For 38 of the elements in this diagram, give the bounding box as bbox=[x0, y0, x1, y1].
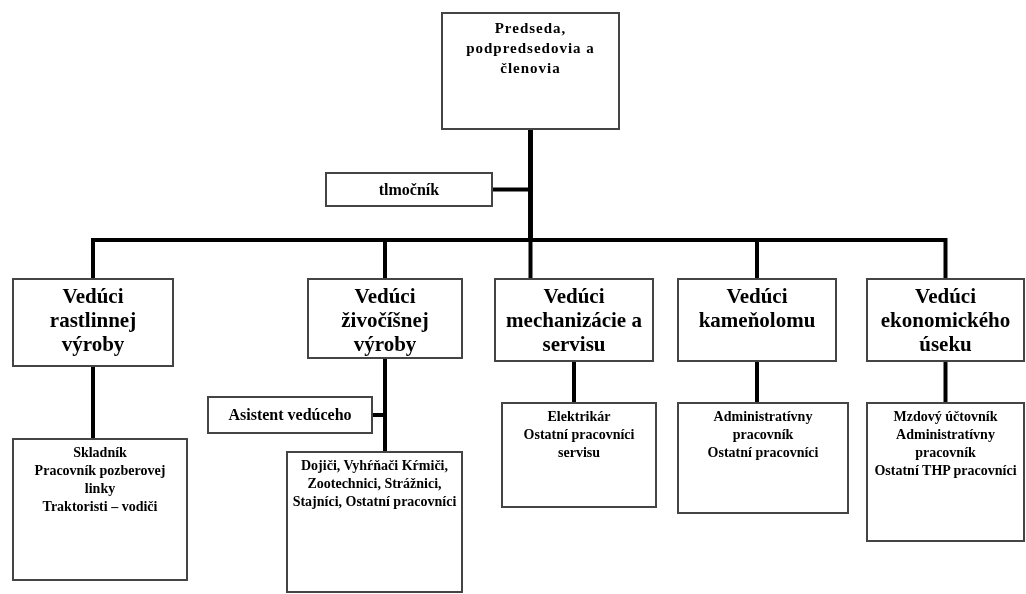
staff-box bbox=[677, 402, 849, 514]
staff-box bbox=[12, 438, 188, 581]
role-text: Administratívny pracovník bbox=[712, 408, 814, 444]
role-text: Mzdový účtovník bbox=[893, 408, 998, 426]
role-text: Dojiči, Vyhŕňači Kŕmiči, Zootechnici, Strážnici, Stajníci, Ostatní pracovníci bbox=[292, 457, 457, 511]
staff-box bbox=[286, 451, 463, 593]
staff-box bbox=[866, 402, 1025, 542]
role-text: Vedúci mechanizácie a servisu bbox=[505, 284, 643, 356]
role-text: Pracovník pozberovej linky bbox=[33, 462, 167, 498]
staff-box bbox=[501, 402, 657, 508]
connector-line bbox=[383, 359, 387, 451]
role-text: Asistent vedúceho bbox=[228, 405, 352, 425]
role-text: Administratívny pracovník bbox=[895, 426, 996, 462]
role-text: Predseda, podpredsedovia a členovia bbox=[465, 19, 596, 78]
connector-line bbox=[755, 362, 759, 402]
role-text: Vedúci živočíšnej výroby bbox=[340, 284, 430, 356]
connector-line bbox=[572, 362, 576, 402]
connector-line bbox=[91, 367, 95, 438]
staff-box bbox=[325, 172, 493, 207]
role-text: Elektrikár bbox=[547, 408, 611, 426]
connector-line bbox=[943, 362, 948, 402]
role-text: Vedúci rastlinnej výroby bbox=[48, 284, 138, 356]
role-text: tlmočník bbox=[378, 179, 440, 200]
role-text: Skladník bbox=[73, 444, 127, 462]
role-text: Vedúci kameňolomu bbox=[697, 284, 817, 332]
staff-box bbox=[207, 396, 373, 434]
role-box bbox=[677, 278, 837, 362]
role-box bbox=[307, 278, 463, 359]
role-text: Ostatní THP pracovníci bbox=[874, 462, 1017, 480]
role-box bbox=[12, 278, 174, 367]
role-text: Ostatní pracovníci bbox=[707, 444, 819, 462]
connector-line bbox=[528, 130, 948, 278]
role-box bbox=[866, 278, 1025, 362]
role-text: Traktoristi – vodiči bbox=[42, 498, 158, 516]
role-text: Ostatní pracovníci servisu bbox=[522, 426, 636, 462]
role-box bbox=[441, 12, 620, 130]
role-box bbox=[494, 278, 654, 362]
role-text: Vedúci ekonomického úseku bbox=[879, 284, 1012, 356]
